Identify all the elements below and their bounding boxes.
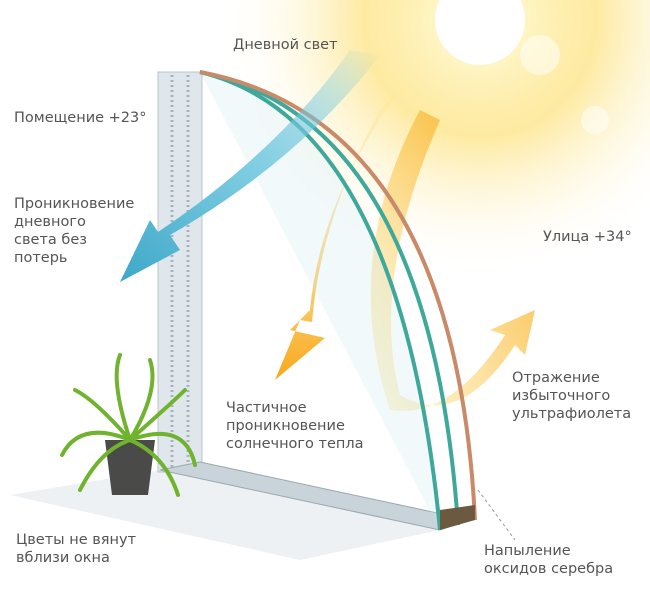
glass-pane-coated [199, 70, 477, 521]
label-daylight: Дневной свет [233, 37, 338, 53]
lens-flare [581, 106, 609, 134]
label-silver-coating: Напыление оксидов серебра [484, 543, 614, 577]
label-room-temp: Помещение +23° [14, 110, 147, 126]
glass-pane [199, 70, 460, 526]
window-frame-edge [157, 71, 203, 473]
glass-pane [199, 70, 442, 531]
heat-arrow [275, 90, 400, 380]
label-daylight-penetration: Проникновение дневного света без потерь [14, 196, 135, 266]
daylight-arrow [120, 50, 380, 282]
label-outside-temp: Улица +34° [543, 229, 632, 245]
sun-icon [435, 0, 525, 65]
label-uv-reflection: Отражение избыточного ультрафиолета [512, 370, 632, 422]
label-flowers: Цветы не вянут вблизи окна [16, 532, 137, 566]
coating-pointer [477, 489, 516, 541]
label-partial-heat: Частичное проникновение солнечного тепла [226, 400, 364, 452]
uv-reflection-arrow [370, 110, 535, 412]
plant-icon [60, 353, 197, 497]
lens-flare [520, 35, 560, 75]
